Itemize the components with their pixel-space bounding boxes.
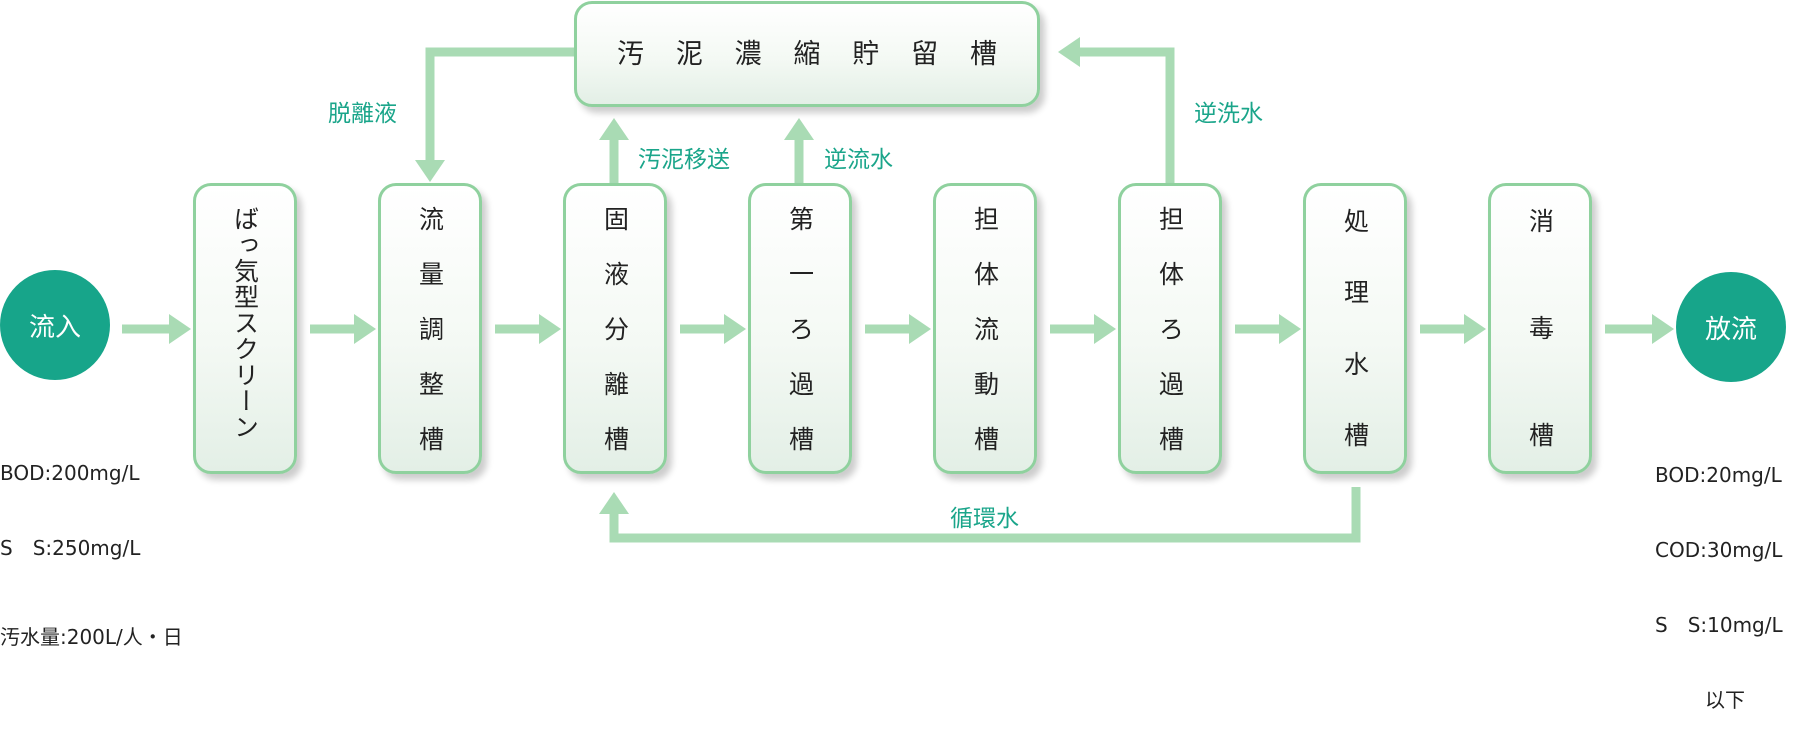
arrowhead — [354, 314, 376, 344]
flow-adjust-tank: 流 量 調 整 槽 — [378, 183, 482, 474]
flow-adjust-char: 槽 — [415, 426, 445, 451]
treated-water-char: 槽 — [1340, 421, 1370, 447]
screen-label: ばっ気型スクリーン — [230, 206, 260, 440]
separation-char: 液 — [600, 261, 630, 286]
disinfection-tank: 消 毒 槽 — [1488, 183, 1592, 474]
carrier-filter-char: 槽 — [1155, 426, 1185, 451]
arrow-backwash-line — [1078, 47, 1175, 184]
inflow-label: 流入 — [28, 312, 81, 343]
flow-adjust-char: 量 — [415, 261, 445, 286]
flow-arrows — [122, 37, 1674, 543]
inflow-volume: 汚水量:200L/人・日 — [0, 625, 183, 649]
arrowhead — [909, 314, 931, 344]
inflow-ss: S S:250mg/L — [0, 536, 141, 560]
sludge-tank-char: 濃 — [734, 38, 762, 70]
separation-char: 固 — [600, 206, 630, 231]
arrow-circulation-line — [609, 487, 1361, 543]
sludge-tank-char: 泥 — [675, 38, 703, 70]
arrowhead — [599, 492, 629, 514]
aeration-screen-tank: ばっ気型スクリーン — [193, 183, 297, 474]
outflow-cod: COD:30mg/L — [1655, 538, 1783, 562]
treated-water-tank: 処 理 水 槽 — [1303, 183, 1407, 474]
arrowhead — [784, 118, 814, 140]
inflow-node: 流入 — [0, 270, 110, 380]
carrier-fluid-char: 流 — [970, 316, 1000, 341]
first-filter-char: ろ — [785, 316, 815, 341]
outflow-node: 放流 — [1676, 272, 1786, 382]
sludge-tank-char: 汚 — [617, 38, 644, 70]
reverse-flow-label: 逆流水 — [824, 147, 893, 173]
sludge-tank-char: 貯 — [852, 38, 880, 70]
carrier-filter-char: 過 — [1155, 371, 1185, 396]
arrow-desorption-line — [425, 47, 574, 162]
disinfection-char: 毒 — [1525, 315, 1555, 340]
carrier-fluid-char: 動 — [970, 371, 1000, 396]
flow-adjust-char: 流 — [415, 206, 445, 231]
flow-adjust-char: 整 — [415, 371, 445, 396]
carrier-fluid-char: 担 — [970, 206, 1000, 231]
arrowhead — [1058, 37, 1080, 67]
backwash-label: 逆洗水 — [1194, 101, 1263, 127]
carrier-fluidized-tank: 担 体 流 動 槽 — [933, 183, 1037, 474]
outflow-ss: S S:10mg/L — [1655, 613, 1783, 637]
arrowhead — [1094, 314, 1116, 344]
treated-water-char: 処 — [1340, 208, 1370, 233]
first-filter-char: 過 — [785, 371, 815, 396]
arrowhead — [539, 314, 561, 344]
arrowhead — [724, 314, 746, 344]
arrowhead — [599, 118, 629, 140]
disinfection-char: 槽 — [1525, 422, 1555, 447]
sludge-tank-char: 槽 — [969, 38, 997, 70]
first-filter-char: 槽 — [785, 426, 815, 451]
outflow-limit: 以下 — [1705, 688, 1745, 712]
sludge-tank-char: 留 — [911, 38, 939, 70]
sludge-storage-tank: 汚 泥 濃 縮 貯 留 槽 — [574, 1, 1040, 107]
arrowhead — [415, 160, 445, 182]
circulation-label: 循環水 — [950, 506, 1019, 532]
first-filter-char: 第 — [785, 206, 815, 231]
arrowhead — [1279, 314, 1301, 344]
separation-char: 離 — [600, 371, 630, 396]
inflow-bod: BOD:200mg/L — [0, 461, 140, 485]
carrier-fluid-char: 槽 — [970, 426, 1000, 451]
outflow-label: 放流 — [1704, 314, 1757, 345]
carrier-filtration-tank: 担 体 ろ 過 槽 — [1118, 183, 1222, 474]
outflow-spec: BOD:20mg/L COD:30mg/L S S:10mg/L 以下 — [1655, 413, 1783, 738]
separation-char: 槽 — [600, 426, 630, 451]
sludge-transfer-label: 汚泥移送 — [638, 147, 730, 173]
carrier-filter-char: 担 — [1155, 206, 1185, 231]
first-filter-char: 一 — [785, 261, 815, 286]
first-filtration-tank: 第 一 ろ 過 槽 — [748, 183, 852, 474]
sludge-tank-char: 縮 — [793, 38, 821, 70]
arrowhead — [1652, 314, 1674, 344]
carrier-fluid-char: 体 — [970, 261, 1000, 286]
outflow-bod: BOD:20mg/L — [1655, 463, 1782, 487]
carrier-filter-char: ろ — [1155, 316, 1185, 341]
carrier-filter-char: 体 — [1155, 261, 1185, 286]
separation-char: 分 — [600, 316, 630, 341]
treated-water-char: 理 — [1340, 279, 1370, 305]
solid-liquid-separation-tank: 固 液 分 離 槽 — [563, 183, 667, 474]
inflow-spec: BOD:200mg/L S S:250mg/L 汚水量:200L/人・日 — [0, 411, 183, 675]
arrowhead — [169, 314, 191, 344]
flow-adjust-char: 調 — [415, 316, 445, 341]
treated-water-char: 水 — [1340, 350, 1370, 376]
desorption-label: 脱離液 — [328, 101, 397, 127]
arrowhead — [1464, 314, 1486, 344]
disinfection-char: 消 — [1525, 208, 1555, 233]
